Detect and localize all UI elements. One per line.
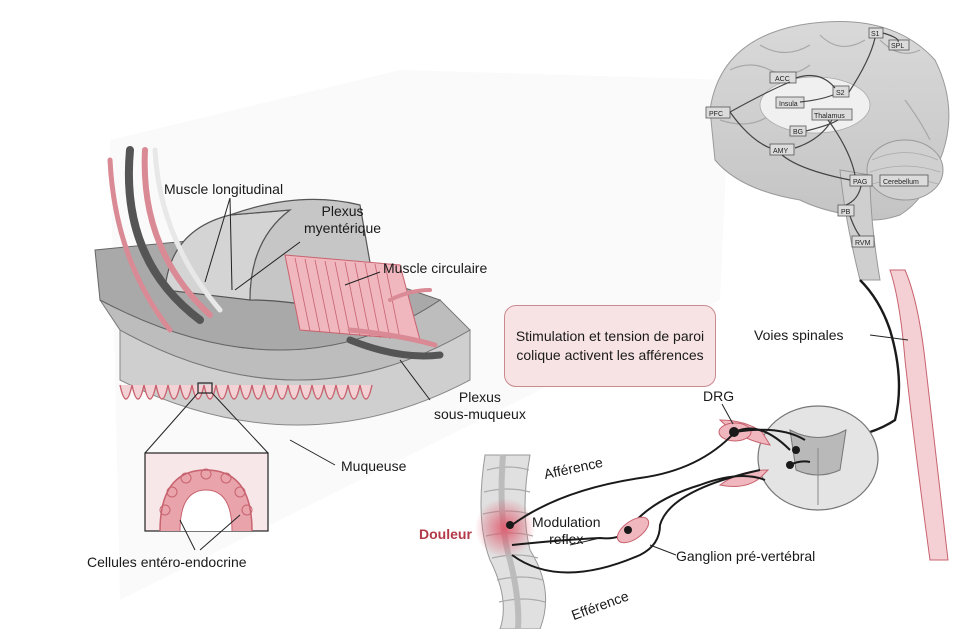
callout-box: Stimulation et tension de paroi colique … [504,305,716,387]
brain-label-acc: ACC [775,76,790,83]
brain-label-pag: PAG [853,179,867,186]
brain-label-cerebellum: Cerebellum [883,179,919,186]
spinal-cord [890,270,948,560]
label-muscle-circulaire: Muscle circulaire [383,260,487,277]
brain-label-thalamus: Thalamus [814,113,845,120]
brain-label-spl: SPL [891,43,904,50]
callout-text: Stimulation et tension de paroi colique … [513,327,707,365]
label-muscle-longitudinal: Muscle longitudinal [164,181,283,198]
brain-label-s1: S1 [871,31,880,38]
label-douleur: Douleur [419,526,472,543]
brain-label-insula: Insula [779,101,798,108]
brain-label-rvm: RVM [855,240,871,247]
label-voies-spinales: Voies spinales [754,327,844,344]
label-ganglion-pre-vertebral: Ganglion pré-vertébral [676,548,815,565]
label-cellules-entero-endocrine: Cellules entéro-endocrine [87,554,247,571]
brain-label-pfc: PFC [709,111,723,118]
ganglion [613,512,653,547]
brain: S1 SPL ACC Insula S2 PFC BG Thalamus AMY… [706,22,949,280]
label-plexus-sous-muqueux: Plexus sous-muqueux [434,389,526,423]
brain-label-amy: AMY [773,148,789,155]
label-muqueuse: Muqueuse [341,458,406,475]
spinal-cross-section [719,406,878,510]
label-drg: DRG [703,388,734,405]
label-plexus-myenterique: Plexus myentérique [304,203,381,237]
brain-label-pb: PB [841,209,851,216]
pain-glow [475,498,535,558]
label-modulation-reflex: Modulation reflex [532,514,601,548]
brain-label-s2: S2 [836,90,845,97]
brain-label-bg: BG [793,129,803,136]
